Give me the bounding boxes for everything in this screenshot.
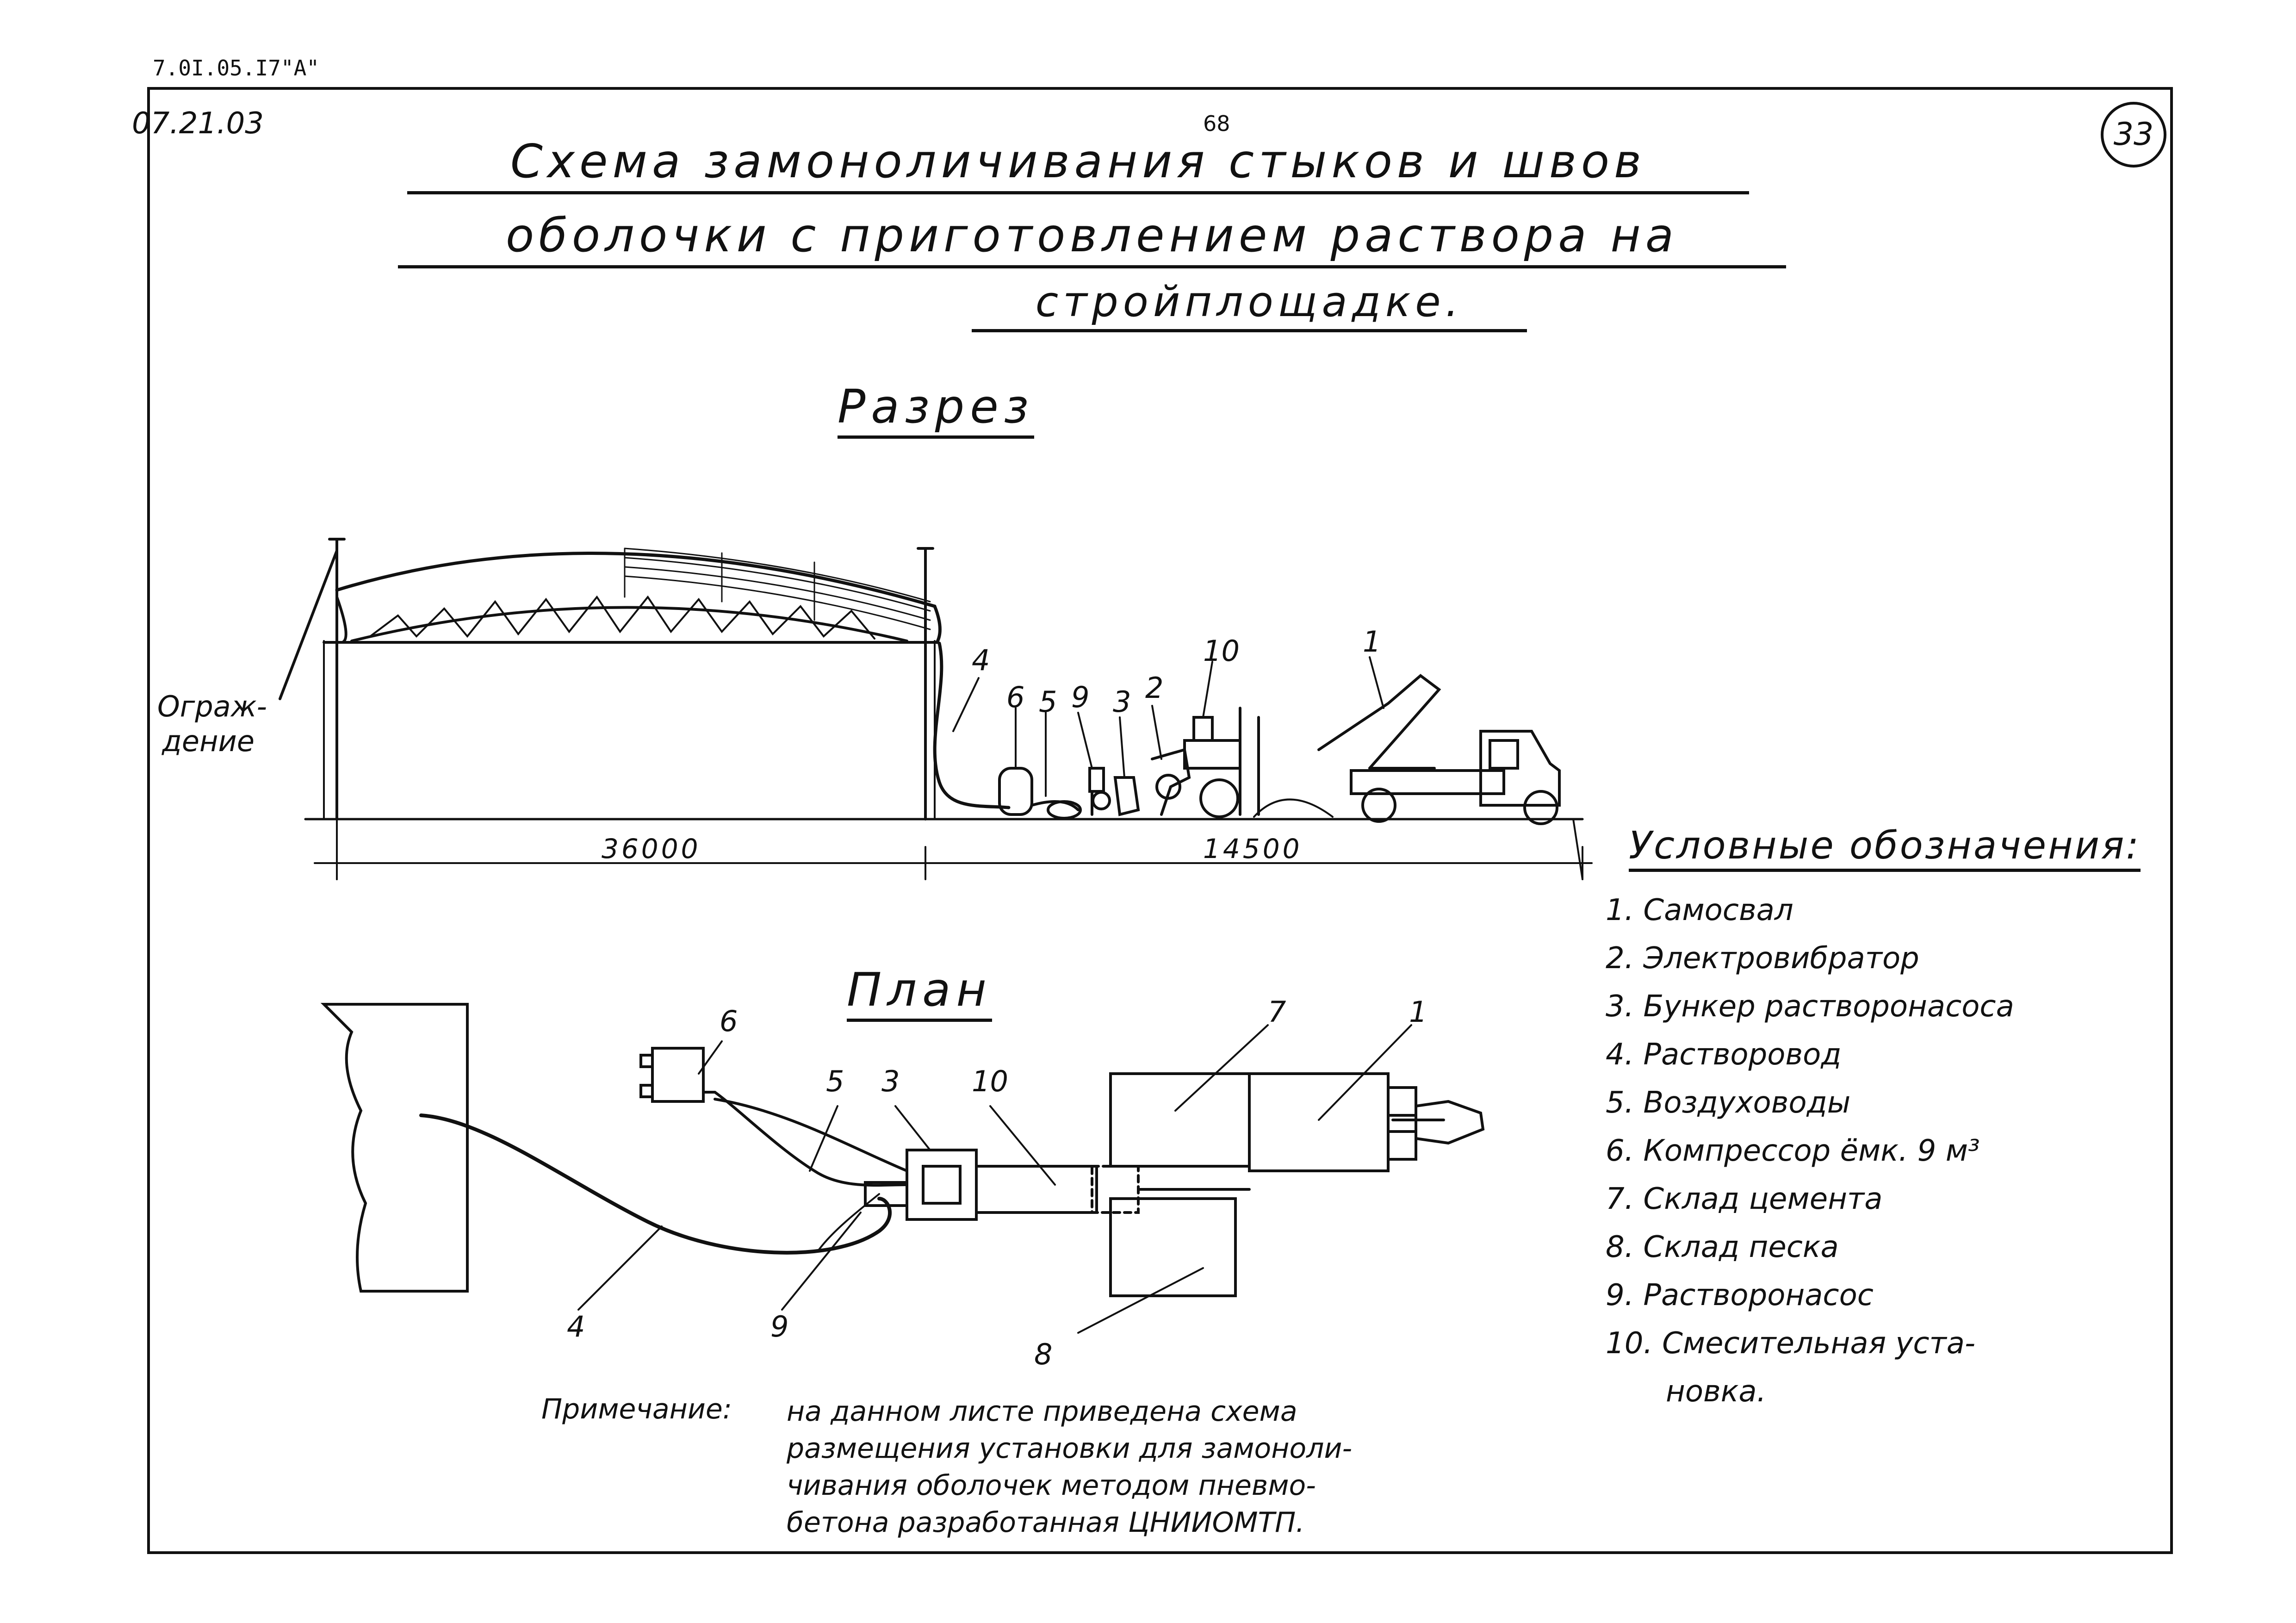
fence-label-1: Ограж- bbox=[157, 690, 267, 723]
legend-item-2: 2. Электровибратор bbox=[1606, 941, 1919, 976]
section-callout-3: 3 bbox=[1113, 685, 1131, 719]
plan-callout-10: 10 bbox=[972, 1064, 1008, 1098]
legend-item-5: 5. Воздуховоды bbox=[1606, 1086, 1851, 1120]
section-callout-4: 4 bbox=[972, 643, 990, 677]
title-line-2: оболочки с приготовлением раствора на bbox=[398, 208, 1786, 268]
legend-list: 1. Самосвал 2. Электровибратор 3. Бункер… bbox=[1606, 886, 2014, 1416]
dimension-14500: 14500 bbox=[1203, 833, 1303, 864]
note-label: Примечание: bbox=[541, 1393, 732, 1425]
legend-item-1: 1. Самосвал bbox=[1606, 893, 1793, 927]
legend-title: Условные обозначения: bbox=[1629, 824, 2141, 872]
legend-item-9: 9. Растворонасос bbox=[1606, 1278, 1874, 1312]
legend-item-8: 8. Склад песка bbox=[1606, 1230, 1839, 1264]
section-callout-1: 1 bbox=[1363, 625, 1381, 659]
building-section bbox=[279, 538, 1584, 821]
document-code: 7.0I.05.I7"A" bbox=[153, 56, 320, 81]
plan-callout-8: 8 bbox=[1034, 1337, 1053, 1371]
legend-item-3: 3. Бункер растворонасоса bbox=[1606, 989, 2014, 1024]
section-title: Разрез bbox=[838, 379, 1034, 439]
section-callout-6: 6 bbox=[1006, 680, 1025, 714]
page-number: 68 bbox=[1203, 111, 1230, 136]
section-callout-2: 2 bbox=[1145, 671, 1164, 705]
legend-item-4: 4. Растворовод bbox=[1606, 1038, 1842, 1072]
fence-label-2: дение bbox=[162, 724, 254, 758]
plan-callout-4: 4 bbox=[567, 1310, 585, 1343]
legend-item-10-cont: новка. bbox=[1666, 1374, 1766, 1409]
plan-callout-1: 1 bbox=[1409, 995, 1427, 1029]
section-callout-5: 5 bbox=[1039, 685, 1057, 719]
section-callout-10: 10 bbox=[1203, 634, 1240, 668]
legend-item-6: 6. Компрессор ёмк. 9 м³ bbox=[1606, 1134, 1980, 1168]
equipment-section bbox=[998, 674, 1561, 825]
plan-title: План bbox=[847, 963, 992, 1022]
legend-item-10: 10. Смесительная уста- bbox=[1606, 1326, 1976, 1361]
legend-item-7: 7. Склад цемента bbox=[1606, 1182, 1883, 1216]
dimension-36000: 36000 bbox=[602, 833, 701, 864]
drawing-frame bbox=[147, 87, 2173, 1554]
note-text: на данном листе приведена схема размещен… bbox=[787, 1395, 1353, 1539]
title-line-1: Схема замоноличивания стыков и швов bbox=[407, 134, 1749, 194]
dimension-lines bbox=[314, 818, 1593, 880]
document-date: 07.21.03 bbox=[132, 106, 264, 141]
sheet-number-badge: 33 bbox=[2101, 102, 2166, 168]
title-line-3: стройплощадке. bbox=[972, 278, 1527, 332]
plan-callout-3: 3 bbox=[881, 1064, 900, 1098]
plan-callout-7: 7 bbox=[1268, 995, 1286, 1029]
plan-drawing bbox=[320, 1003, 1485, 1334]
plan-callout-9: 9 bbox=[770, 1310, 789, 1343]
plan-callout-5: 5 bbox=[826, 1064, 844, 1098]
section-callout-9: 9 bbox=[1071, 680, 1090, 714]
plan-callout-6: 6 bbox=[720, 1004, 738, 1038]
